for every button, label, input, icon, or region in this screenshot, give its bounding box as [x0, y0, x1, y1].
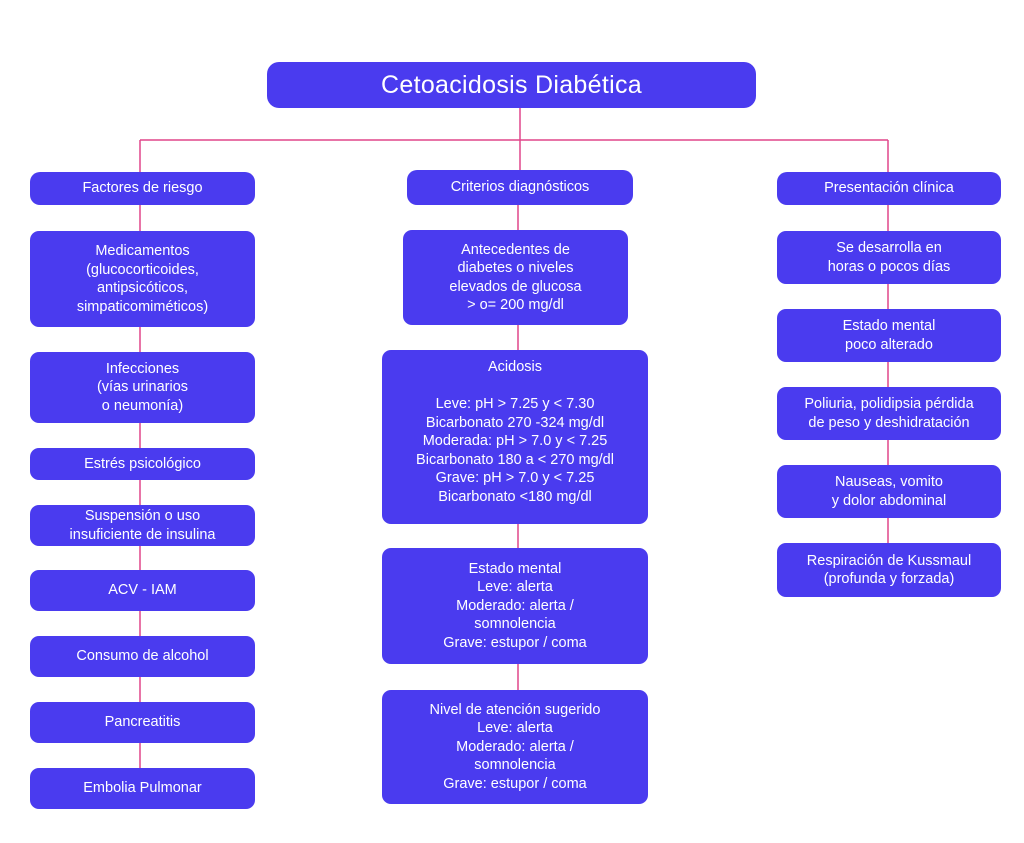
risk-factors-header: Factores de riesgo — [30, 172, 255, 205]
clinical-presentation-header: Presentación clínica — [777, 172, 1001, 205]
clinical-item-kussmaul: Respiración de Kussmaul (profunda y forz… — [777, 543, 1001, 597]
clinical-item-onset: Se desarrolla en horas o pocos días — [777, 231, 1001, 284]
risk-item-pancreatitis: Pancreatitis — [30, 702, 255, 743]
risk-item-stress: Estrés psicológico — [30, 448, 255, 480]
risk-item-infections: Infecciones (vías urinarios o neumonía) — [30, 352, 255, 423]
clinical-item-polyuria: Poliuria, polidipsia pérdida de peso y d… — [777, 387, 1001, 440]
criteria-item-acidosis: Acidosis Leve: pH > 7.25 y < 7.30 Bicarb… — [382, 350, 648, 524]
criteria-item-glucose: Antecedentes de diabetes o niveles eleva… — [403, 230, 628, 325]
criteria-item-mental-state: Estado mental Leve: alerta Moderado: ale… — [382, 548, 648, 664]
risk-item-insulin: Suspensión o uso insuficiente de insulin… — [30, 505, 255, 546]
clinical-item-nausea: Nauseas, vomito y dolor abdominal — [777, 465, 1001, 518]
diagnostic-criteria-header: Criterios diagnósticos — [407, 170, 633, 205]
diagram-title: Cetoacidosis Diabética — [267, 62, 756, 108]
risk-item-embolism: Embolia Pulmonar — [30, 768, 255, 809]
risk-item-alcohol: Consumo de alcohol — [30, 636, 255, 677]
criteria-item-care-level: Nivel de atención sugerido Leve: alerta … — [382, 690, 648, 804]
clinical-item-mental-state: Estado mental poco alterado — [777, 309, 1001, 362]
risk-item-medications: Medicamentos (glucocorticoides, antipsic… — [30, 231, 255, 327]
risk-item-acv-iam: ACV - IAM — [30, 570, 255, 611]
